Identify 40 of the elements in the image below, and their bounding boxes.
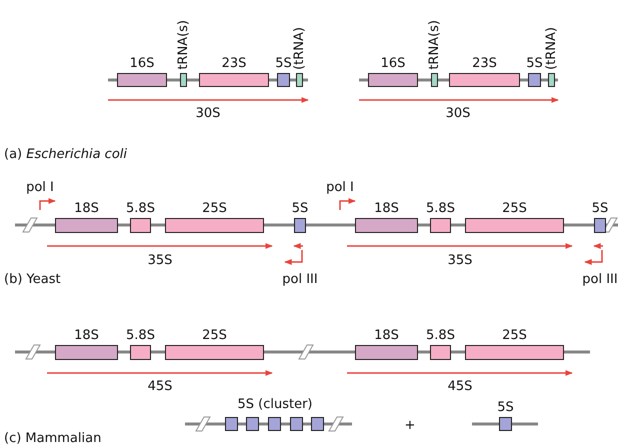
panel-caption: (c) Mammalian bbox=[4, 431, 102, 446]
gene-label: 18S bbox=[374, 202, 399, 216]
gene-label: 5.8S bbox=[126, 329, 155, 343]
gene-label: 25S bbox=[202, 329, 227, 343]
gene-label: 25S bbox=[502, 202, 527, 216]
gene-label: 5S bbox=[292, 202, 308, 216]
plus-sign: + bbox=[404, 418, 416, 433]
gene-label: 16S bbox=[130, 57, 154, 71]
gene-label: 25S bbox=[202, 202, 227, 216]
gene-label: 18S bbox=[374, 329, 399, 343]
promoter-label: pol III bbox=[582, 272, 618, 287]
gene-label: 16S bbox=[380, 57, 406, 71]
transcript-label: 35S bbox=[148, 253, 172, 268]
gene-label: (tRNA) bbox=[292, 27, 306, 70]
gene-label: 5S bbox=[592, 202, 608, 216]
panel-caption: (a) Escherichia coli bbox=[4, 147, 127, 162]
gene-label: 23S bbox=[472, 57, 497, 71]
transcript-label: 45S bbox=[148, 379, 172, 394]
promoter-label: pol I bbox=[326, 180, 354, 195]
transcript-label: 30S bbox=[446, 106, 470, 121]
gene-label: tRNA(s) bbox=[176, 20, 190, 70]
gene-label: 18S bbox=[74, 202, 99, 216]
promoter-label: pol I bbox=[26, 180, 54, 195]
transcript-label: 30S bbox=[196, 106, 220, 121]
promoter-label: pol III bbox=[282, 272, 318, 287]
gene-label: 5S bbox=[275, 57, 292, 71]
gene-label: 5S (cluster) bbox=[238, 397, 312, 412]
gene-label: 5S bbox=[526, 57, 543, 71]
panel-caption: (b) Yeast bbox=[4, 272, 61, 287]
transcript-label: 45S bbox=[448, 379, 472, 394]
gene-label: 5.8S bbox=[426, 202, 455, 216]
gene-label: 18S bbox=[74, 329, 99, 343]
gene-label: 23S bbox=[222, 57, 246, 71]
gene-label: 5.8S bbox=[126, 202, 155, 216]
gene-label: tRNA(s) bbox=[428, 20, 442, 70]
gene-label: 5.8S bbox=[426, 329, 455, 343]
gene-label: 5S bbox=[497, 401, 514, 415]
transcript-label: 35S bbox=[448, 253, 472, 268]
gene-label: 25S bbox=[502, 329, 527, 343]
gene-label: (tRNA) bbox=[544, 27, 558, 70]
